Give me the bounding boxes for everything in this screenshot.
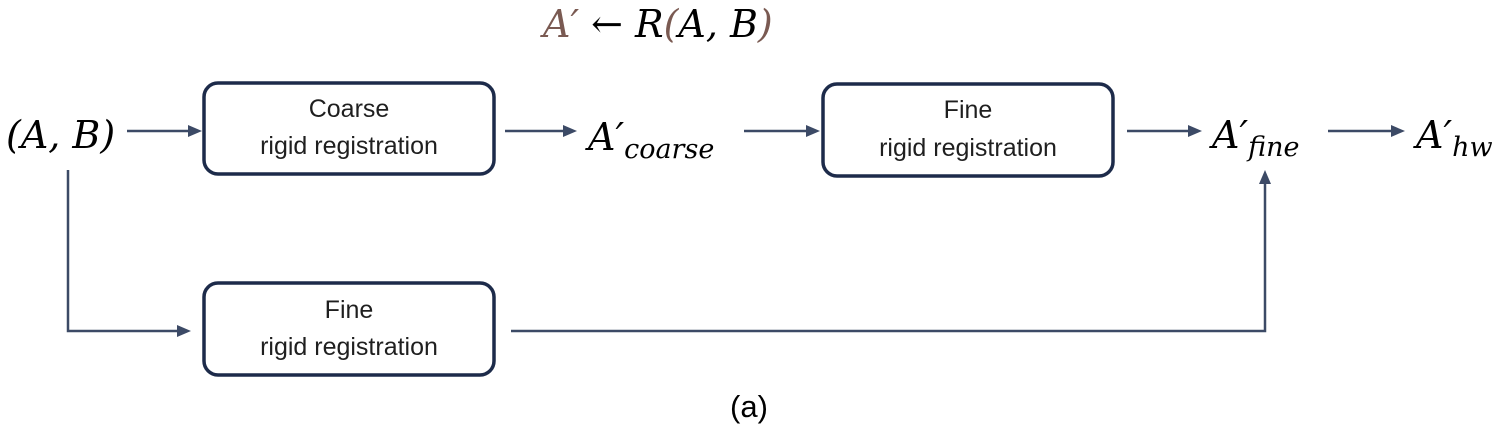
fine-bottom-box-line2: rigid registration (260, 333, 438, 361)
output-a-fine-base: A′ (1209, 113, 1248, 157)
output-a-fine: A′fine (1209, 113, 1299, 163)
arrow-fine-to-output (1127, 125, 1202, 137)
fine-bottom-box-line1: Fine (325, 296, 374, 324)
formula-open-paren: ( (664, 2, 680, 46)
fine-top-box-line1: Fine (944, 96, 993, 124)
formula-prime: ′ (570, 2, 579, 46)
coarse-box-line2: rigid registration (260, 132, 438, 160)
output-a-coarse-sub: coarse (624, 134, 714, 165)
input-label: (A, B) (6, 113, 115, 157)
coarse-registration-box (202, 81, 496, 176)
arrow-coarse-output-to-fine (744, 125, 820, 137)
formula-arrow: ← (591, 2, 623, 46)
fine-top-box-line2: rigid registration (879, 134, 1057, 162)
formula-lhs: A (540, 2, 570, 46)
formula-close-paren: ) (757, 2, 773, 46)
fine-registration-box-top (821, 82, 1115, 178)
arrow-coarse-to-output (505, 125, 577, 137)
output-a-hw-sub: hw (1452, 132, 1493, 163)
formula: A′ ←R(A, B) (540, 2, 773, 46)
caption: (a) (730, 389, 768, 424)
output-a-hw-base: A′ (1413, 113, 1452, 157)
fine-registration-box-bottom (202, 281, 496, 377)
coarse-box-line1: Coarse (309, 95, 390, 123)
arrow-fine-output-to-hw (1328, 125, 1405, 137)
formula-func: R (634, 2, 664, 46)
arrow-fine-bottom-to-fine-output (511, 170, 1271, 333)
output-a-coarse-base: A′ (585, 115, 624, 159)
arrow-input-to-fine-bottom (66, 170, 191, 337)
output-a-fine-sub: fine (1246, 132, 1299, 163)
output-a-hw: A′hw (1413, 113, 1493, 163)
formula-args: A, B (675, 2, 758, 46)
arrow-input-to-coarse (127, 125, 202, 137)
output-a-coarse: A′coarse (585, 115, 714, 165)
